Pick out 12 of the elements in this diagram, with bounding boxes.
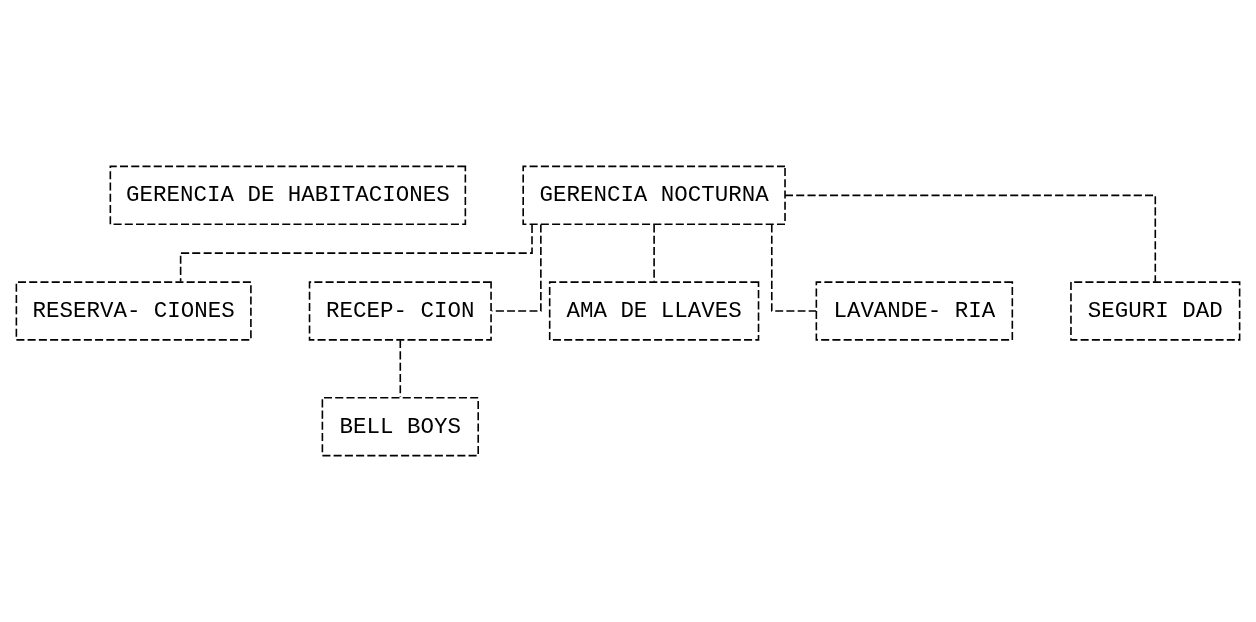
node-box: GERENCIA NOCTURNA <box>522 165 786 226</box>
node-box: AMA DE LLAVES <box>548 281 760 341</box>
node-box: RESERVA- CIONES <box>15 281 252 341</box>
node-box: BELL BOYS <box>321 396 479 457</box>
connector <box>784 194 1157 283</box>
connector <box>399 339 402 398</box>
node-box: RECEP- CION <box>308 281 492 341</box>
connector <box>770 223 817 312</box>
connector <box>179 224 533 283</box>
node-box: SEGURI DAD <box>1070 281 1241 341</box>
node-box: LAVANDE- RIA <box>815 281 1014 341</box>
node-box: GERENCIA DE HABITACIONES <box>109 165 467 226</box>
